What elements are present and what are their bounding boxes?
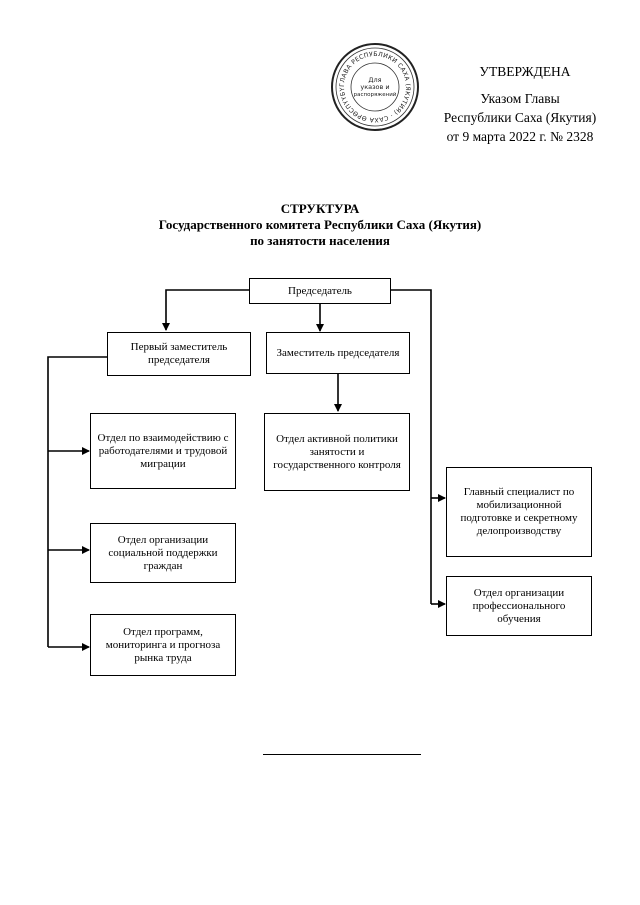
seal-center-line-1: Для xyxy=(368,76,381,84)
connector-first-deputy-trunk xyxy=(47,356,107,647)
box-dept-active-policy: Отдел активной политики занятости и госу… xyxy=(264,413,410,491)
box-deputy: Заместитель председателя xyxy=(266,332,410,374)
approval-stamp: УТВЕРЖДЕНА Указом Главы Республики Саха … xyxy=(420,62,620,146)
approval-line-1: УТВЕРЖДЕНА xyxy=(479,64,571,79)
box-dept-employers: Отдел по взаимодействию с работодателями… xyxy=(90,413,236,489)
title-line-1: СТРУКТУРА xyxy=(280,201,360,216)
title-line-2: Государственного комитета Республики Сах… xyxy=(158,217,482,232)
closing-rule xyxy=(263,754,421,755)
approval-line-2: Указом Главы xyxy=(480,91,560,106)
document-title: СТРУКТУРА Государственного комитета Респ… xyxy=(0,201,640,249)
title-line-3: по занятости населения xyxy=(250,233,390,248)
connector-chair-right-trunk xyxy=(391,289,432,604)
approval-line-4: от 9 марта 2022 г. № 2328 xyxy=(446,129,594,144)
box-dept-programs: Отдел программ, мониторинга и прогноза р… xyxy=(90,614,236,676)
box-dept-social: Отдел организации социальной поддержки г… xyxy=(90,523,236,583)
box-dept-training: Отдел организации профессионального обуч… xyxy=(446,576,592,636)
box-first-deputy: Первый заместитель председателя xyxy=(107,332,251,376)
seal-center-line-3: распоряжений xyxy=(354,91,397,98)
connector-chair-to-first-deputy xyxy=(162,289,249,331)
seal-center-line-2: указов и xyxy=(360,83,389,91)
official-seal: ГЛАВА РЕСПУБЛИКИ САХА (ЯКУТИЯ) · САХА ӨР… xyxy=(330,42,419,131)
box-chairman: Председатель xyxy=(249,278,391,304)
box-chief-specialist: Главный специалист по мобилизационной по… xyxy=(446,467,592,557)
approval-line-3: Республики Саха (Якутия) xyxy=(443,110,597,125)
